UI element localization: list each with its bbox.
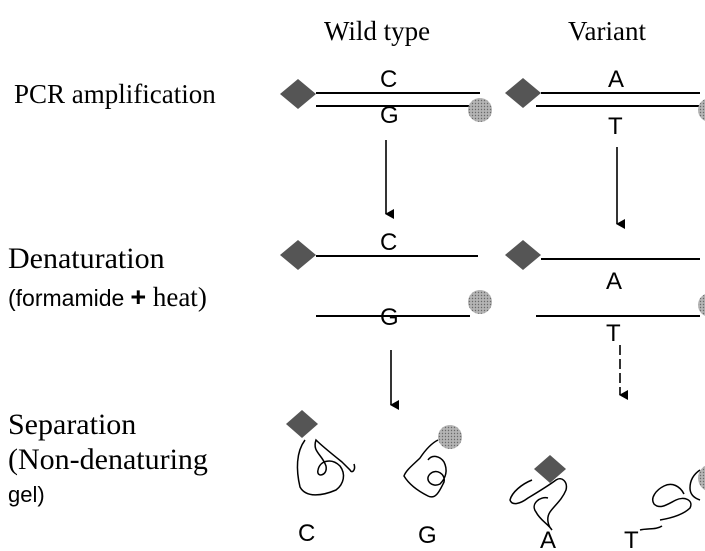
wt-top-base: C bbox=[380, 66, 397, 93]
diamond-icon bbox=[505, 240, 541, 270]
circle-icon bbox=[468, 98, 492, 122]
var-bottom-base: T bbox=[608, 113, 623, 140]
circle-icon bbox=[698, 465, 705, 491]
wt-c-conformer: C bbox=[286, 410, 356, 547]
wild-type-header: Wild type bbox=[324, 16, 430, 46]
wt-c-label: C bbox=[298, 520, 315, 547]
folded-strand bbox=[639, 483, 692, 531]
variant-single-strands: A T bbox=[505, 240, 705, 347]
var-top-base: A bbox=[608, 66, 624, 93]
separation-label: Separation bbox=[8, 408, 136, 441]
separation-detail: (Non-denaturing bbox=[8, 443, 208, 476]
variant-duplex: A T bbox=[505, 66, 705, 140]
var-a-label: A bbox=[540, 527, 556, 551]
diamond-icon bbox=[280, 240, 316, 270]
denaturation-detail: (formamide+ heat) bbox=[8, 282, 207, 312]
wt-g-conformer: G bbox=[403, 425, 462, 549]
separation-detail-gel: gel) bbox=[8, 482, 45, 507]
pcr-amplification-label: PCR amplification bbox=[14, 79, 216, 109]
wt-bottom-base: G bbox=[380, 102, 399, 129]
var-t-label: T bbox=[624, 527, 639, 551]
var-top-base: A bbox=[606, 268, 622, 295]
wild-type-duplex: C G bbox=[280, 66, 492, 129]
circle-icon bbox=[698, 294, 705, 316]
circle-icon bbox=[438, 425, 462, 449]
denaturation-label: Denaturation bbox=[8, 242, 165, 275]
wt-g-label: G bbox=[418, 522, 437, 549]
diamond-icon bbox=[534, 455, 566, 483]
wt-bottom-base: G bbox=[380, 304, 399, 331]
wild-type-single-strands: C G bbox=[280, 229, 492, 331]
circle-icon bbox=[698, 99, 705, 121]
folded-strand bbox=[509, 478, 568, 531]
variant-header: Variant bbox=[568, 16, 646, 46]
var-bottom-base: T bbox=[606, 320, 621, 347]
wt-top-base: C bbox=[380, 229, 397, 256]
var-t-conformer: T bbox=[624, 465, 705, 551]
folded-strand bbox=[689, 469, 701, 501]
folded-strand bbox=[296, 438, 356, 496]
diamond-icon bbox=[286, 410, 318, 438]
diamond-icon bbox=[505, 78, 541, 108]
var-a-conformer: A bbox=[509, 455, 568, 551]
diamond-icon bbox=[280, 79, 316, 109]
circle-icon bbox=[468, 290, 492, 314]
folded-strand bbox=[403, 439, 447, 498]
